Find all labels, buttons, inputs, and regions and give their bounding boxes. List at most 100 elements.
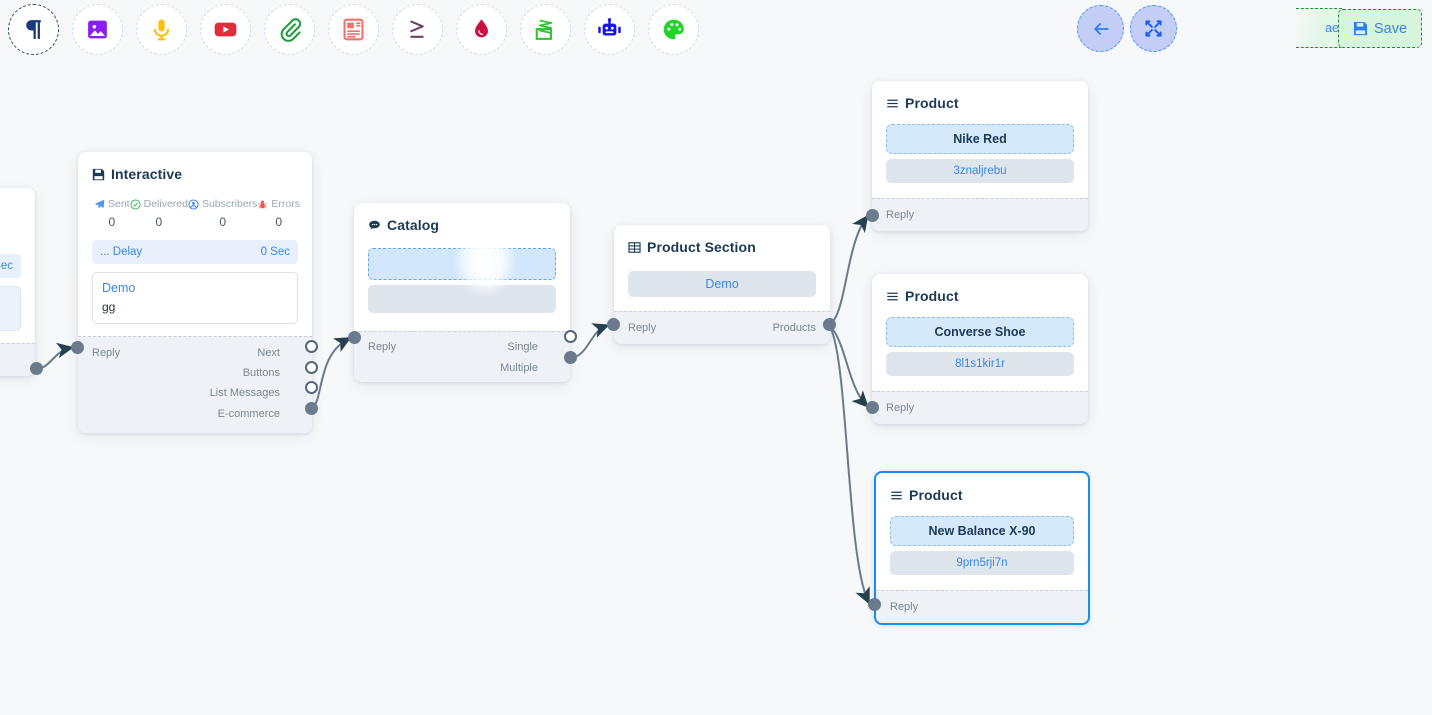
stat-sent-label: Sent [108, 198, 130, 210]
palette-item-robot[interactable] [584, 4, 635, 55]
edge-interactive-to-catalog [311, 337, 352, 410]
node-interactive[interactable]: Interactive Sent 0 [78, 152, 312, 433]
port-product-section-output-products[interactable] [823, 318, 836, 331]
product-1-name[interactable]: Nike Red [886, 124, 1074, 154]
list-lines-icon [891, 491, 902, 499]
output-label-multiple: Multiple [500, 362, 538, 374]
stat-delivered: Delivered 0 [130, 198, 188, 229]
node-product-3[interactable]: Product New Balance X-90 9prn5rji7n Repl… [874, 471, 1090, 625]
message-title: Demo [102, 281, 136, 295]
message-box[interactable]: Demo gg [92, 272, 298, 324]
paperclip-icon [280, 18, 302, 42]
node-product-2[interactable]: Product Converse Shoe 8l1s1kir1r Reply [872, 274, 1088, 424]
input-port-label: Reply [886, 209, 915, 221]
back-button[interactable] [1077, 5, 1124, 52]
node-footer: Reply Single Multiple [354, 331, 570, 382]
stat-sent-value: 0 [108, 215, 116, 229]
partially-hidden-button-label: ae [1325, 21, 1339, 35]
node-footer: Reply [872, 198, 1088, 231]
palette-item-attachment[interactable] [264, 4, 315, 55]
user-circle-icon [188, 198, 199, 210]
palette-item-youtube[interactable] [200, 4, 251, 55]
node-product-2-title: Product [905, 288, 959, 304]
palette-item-paragraph[interactable] [8, 4, 59, 55]
port-interactive-input-reply[interactable] [71, 341, 84, 354]
output-port-label: Products [772, 322, 816, 334]
product-1-sku[interactable]: 3znaljrebu [886, 159, 1074, 183]
port-interactive-output-ecommerce[interactable] [305, 402, 318, 415]
paragraph-icon [26, 20, 41, 39]
canvas-controls[interactable] [1077, 5, 1177, 52]
input-port-label: Reply [886, 402, 915, 414]
palette-item-news-card[interactable] [328, 4, 379, 55]
edge-products-to-product-2 [830, 326, 869, 408]
save-button-label: Save [1373, 20, 1408, 37]
robot-icon [598, 18, 621, 36]
message-box[interactable] [0, 286, 21, 331]
product-section-row[interactable]: Demo [628, 271, 816, 297]
node-offscreen-left[interactable]: Errors 0 Sec essage [0, 188, 35, 376]
port-catalog-input-reply[interactable] [348, 331, 361, 344]
node-footer: essage [0, 343, 35, 376]
stat-subscribers-value: 0 [219, 215, 227, 229]
image-icon [88, 20, 107, 39]
stat-sent: Sent 0 [94, 198, 130, 229]
product-2-sku[interactable]: 8l1s1kir1r [886, 352, 1074, 376]
input-port-label: Reply [890, 601, 919, 613]
port-catalog-output-multiple[interactable] [564, 351, 577, 364]
delay-row[interactable]: Sec [0, 254, 21, 278]
port-product-1-input-reply[interactable] [866, 209, 879, 222]
stat-errors-value: 0 [0, 229, 19, 243]
chat-bubble-icon [369, 220, 380, 229]
port-catalog-output-single[interactable] [564, 330, 577, 343]
stack-list-icon [535, 19, 553, 40]
port-product-section-input-reply[interactable] [607, 318, 620, 331]
edge-catalog-to-product-section [570, 323, 610, 359]
port-interactive-output-next[interactable] [305, 340, 318, 353]
palette-item-microphone[interactable] [136, 4, 187, 55]
node-product-1[interactable]: Product Nike Red 3znaljrebu Reply [872, 81, 1088, 231]
catalog-placeholder-row-dashed[interactable] [368, 248, 556, 280]
arrow-left-icon [1093, 22, 1108, 35]
node-palette-toolbar[interactable] [8, 4, 699, 55]
node-catalog[interactable]: Catalog Reply Single Multiple [354, 203, 570, 382]
product-2-name[interactable]: Converse Shoe [886, 317, 1074, 347]
node-product-1-title-row: Product [872, 81, 1088, 111]
stat-delivered-value: 0 [155, 215, 163, 229]
product-3-sku[interactable]: 9prn5rji7n [890, 551, 1074, 575]
node-footer: Reply Next Buttons List Messages E-comme… [78, 336, 312, 433]
stat-subscribers-label: Subscribers [201, 198, 258, 210]
port-offscreen-left-output[interactable] [30, 362, 43, 375]
edge-products-to-product-3 [830, 328, 870, 605]
stat-errors: Errors 0 [0, 212, 19, 243]
partially-hidden-button[interactable]: ae [1296, 8, 1342, 48]
stat-subscribers: Subscribers 0 [188, 198, 257, 229]
palette-item-palette[interactable] [648, 4, 699, 55]
port-interactive-output-buttons[interactable] [305, 361, 318, 374]
fit-to-screen-button[interactable] [1130, 5, 1177, 52]
node-catalog-title: Catalog [387, 217, 440, 233]
product-3-name[interactable]: New Balance X-90 [890, 516, 1074, 546]
output-label-ecommerce: E-commerce [217, 408, 280, 420]
greater-equal-icon [410, 20, 424, 38]
node-product-section-title: Product Section [647, 239, 756, 255]
node-product-3-title: Product [909, 487, 963, 503]
stat-errors: Errors 0 [257, 198, 300, 229]
port-interactive-output-list-messages[interactable] [305, 381, 318, 394]
message-text: gg [102, 300, 116, 314]
port-product-3-input-reply[interactable] [868, 598, 881, 611]
palette-item-stack-list[interactable] [520, 4, 571, 55]
catalog-placeholder-row-solid[interactable] [368, 285, 556, 313]
floppy-disk-icon [1353, 21, 1368, 36]
palette-item-condition[interactable] [392, 4, 443, 55]
delay-row[interactable]: ... Delay 0 Sec [92, 240, 298, 264]
palette-item-image[interactable] [72, 4, 123, 55]
input-port-label: Reply [368, 341, 397, 353]
save-button[interactable]: Save [1338, 9, 1422, 48]
list-lines-icon [887, 292, 898, 300]
node-catalog-title-row: Catalog [354, 203, 570, 233]
port-product-2-input-reply[interactable] [866, 401, 879, 414]
node-product-section[interactable]: Product Section Demo Reply Products [614, 225, 830, 344]
palette-item-droplet[interactable] [456, 4, 507, 55]
